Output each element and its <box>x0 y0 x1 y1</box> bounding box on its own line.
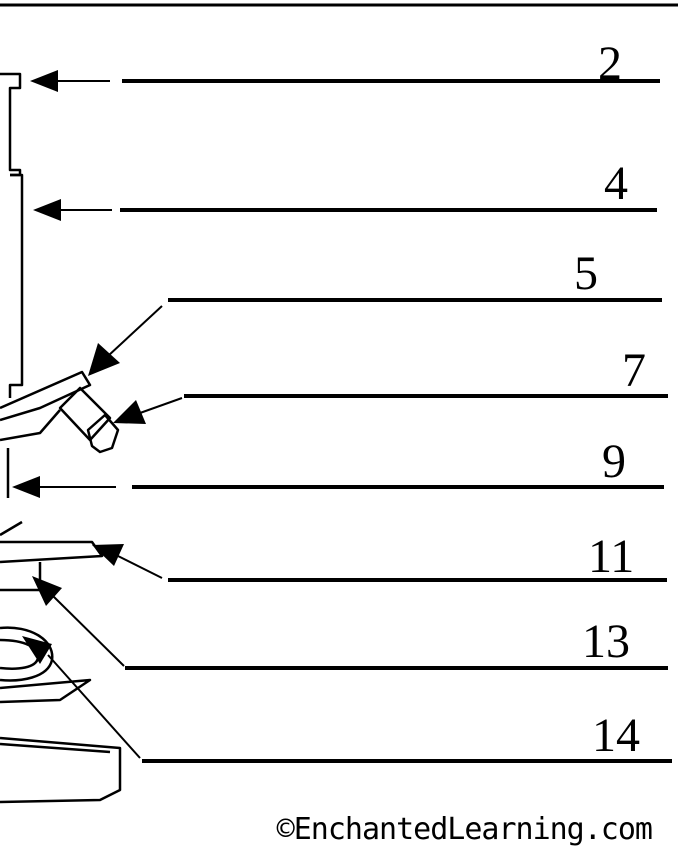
arrowhead-4 <box>33 199 61 221</box>
label-lines <box>120 79 672 763</box>
leader-line-14 <box>47 654 141 759</box>
label-number-14: 14 <box>592 709 640 762</box>
label-number-2: 2 <box>598 37 622 90</box>
leader-line-5 <box>107 305 163 357</box>
arrowhead-11 <box>92 544 124 566</box>
label-number-7: 7 <box>622 344 646 397</box>
copyright-credit: ©EnchantedLearning.com <box>276 812 653 847</box>
leader-line-11 <box>117 555 163 579</box>
arrowhead-14 <box>22 636 52 664</box>
label-number-11: 11 <box>588 530 635 583</box>
leader-line-7 <box>139 397 183 414</box>
arrowheads <box>12 70 146 664</box>
arrowhead-5 <box>88 343 120 376</box>
microscope-outline <box>0 72 122 804</box>
label-number-13: 13 <box>582 615 630 668</box>
arrowhead-9 <box>12 476 40 498</box>
label-number-9: 9 <box>602 435 626 488</box>
arrowhead-13 <box>32 576 62 606</box>
arrowhead-7 <box>113 400 146 424</box>
leader-lines <box>36 80 183 759</box>
arrowhead-2 <box>30 70 58 92</box>
leader-line-13 <box>51 594 125 667</box>
label-number-5: 5 <box>574 247 598 300</box>
label-number-4: 4 <box>604 157 628 210</box>
